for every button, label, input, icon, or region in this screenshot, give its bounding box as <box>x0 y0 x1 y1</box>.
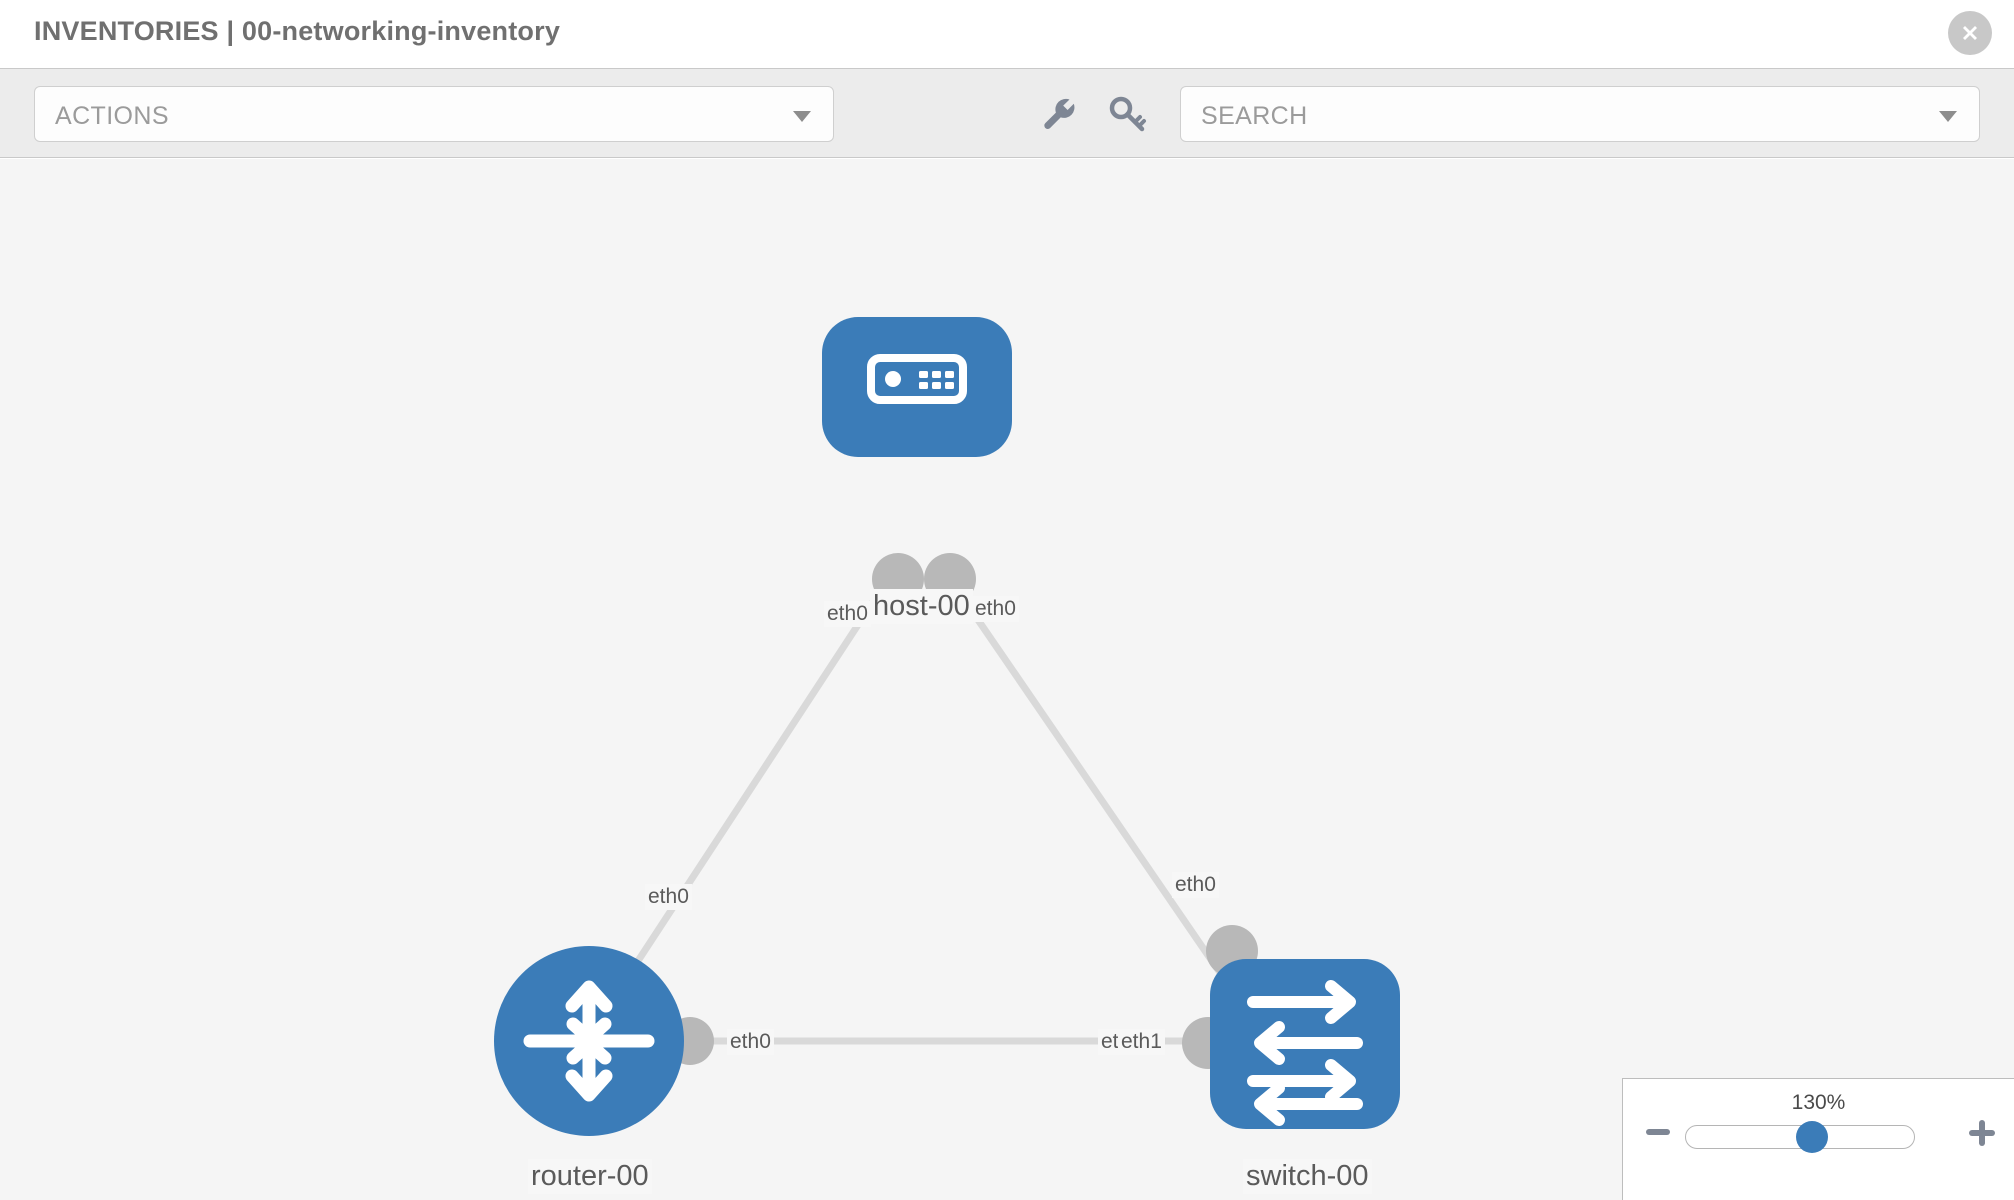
server-icon <box>867 354 967 404</box>
topology-graph[interactable] <box>0 159 2014 1200</box>
edge-host00-router00[interactable] <box>597 577 891 1021</box>
minus-icon <box>1646 1129 1670 1135</box>
zoom-slider-thumb[interactable] <box>1796 1121 1828 1153</box>
chevron-down-icon <box>793 111 811 122</box>
chevron-down-icon[interactable] <box>1939 111 1957 122</box>
edge-label: eth1 <box>1118 1029 1165 1055</box>
edge-label: eth0 <box>1172 872 1219 898</box>
node-label-router-00: router-00 <box>528 1159 652 1194</box>
node-switch-00[interactable] <box>1210 959 1400 1129</box>
edge-label: eth0 <box>972 596 1019 622</box>
switch-arrows-icon <box>1247 980 1363 1126</box>
zoom-control-panel: 130% <box>1622 1078 2014 1200</box>
node-label-host-00: host-00 <box>870 589 973 624</box>
topology-canvas[interactable]: eth0 eth0 eth0 eth0 eth0 eth0 eth1 host-… <box>0 159 2014 1200</box>
node-router-00[interactable] <box>494 946 684 1136</box>
close-glyph-icon <box>1963 26 1977 40</box>
search-input[interactable]: SEARCH <box>1180 86 1980 142</box>
actions-dropdown-label: ACTIONS <box>55 102 169 130</box>
node-label-switch-00: switch-00 <box>1243 1159 1372 1194</box>
topology-ports <box>666 553 1258 1069</box>
edge-label: eth0 <box>727 1029 774 1055</box>
zoom-out-button[interactable] <box>1645 1119 1671 1150</box>
zoom-level-value: 130% <box>1791 1091 1846 1114</box>
edge-label: eth0 <box>824 601 871 627</box>
wrench-icon[interactable] <box>1036 91 1082 137</box>
topology-edges <box>597 577 1241 1045</box>
edge-host00-switch00[interactable] <box>947 577 1241 1001</box>
page-header: INVENTORIES | 00-networking-inventory <box>0 0 2014 68</box>
router-arrows-icon <box>523 980 655 1102</box>
page-title: INVENTORIES | 00-networking-inventory <box>34 16 561 46</box>
key-icon[interactable] <box>1104 91 1150 137</box>
zoom-in-button[interactable] <box>1968 1119 1996 1152</box>
close-icon[interactable] <box>1948 11 1992 55</box>
edge-label: eth0 <box>645 884 692 910</box>
toolbar: ACTIONS SEARCH <box>0 68 2014 158</box>
key-glyph-icon <box>1109 96 1146 132</box>
wrench-glyph-icon <box>1044 98 1075 129</box>
plus-icon <box>1969 1120 1995 1146</box>
node-host-00[interactable] <box>822 317 1012 457</box>
actions-dropdown[interactable]: ACTIONS <box>34 86 834 142</box>
search-placeholder: SEARCH <box>1201 102 1308 130</box>
